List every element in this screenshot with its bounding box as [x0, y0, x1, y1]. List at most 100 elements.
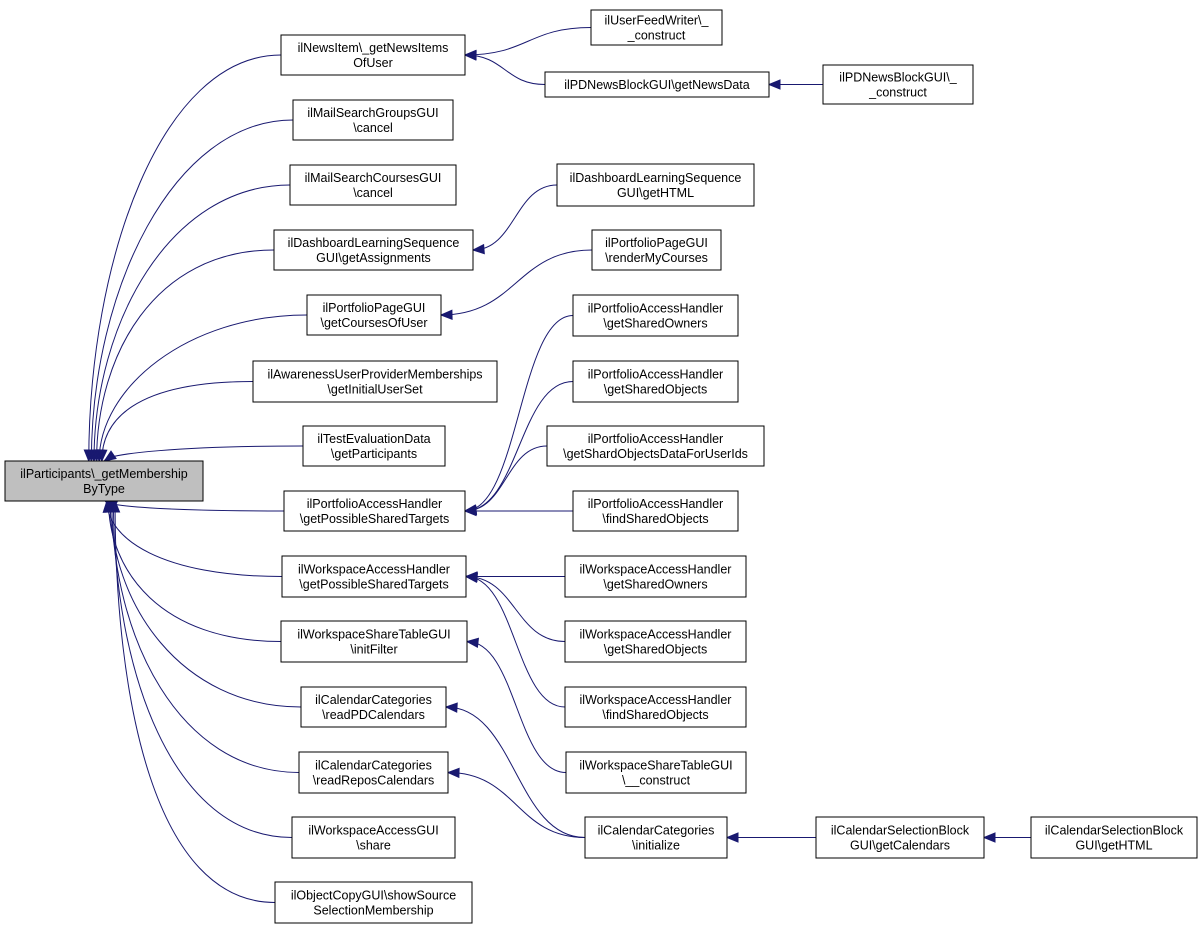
arrowhead [465, 637, 480, 648]
arrowhead [97, 449, 108, 463]
node-wag-share[interactable]: ilWorkspaceAccessGUI\share [291, 816, 456, 859]
call-edge [98, 314, 308, 462]
node-dash-assign[interactable]: ilDashboardLearningSequenceGUI\getAssign… [273, 229, 474, 271]
node-label: \findSharedObjects [602, 512, 708, 526]
node-label: ilPortfolioAccessHandler [588, 432, 723, 446]
node-box [564, 620, 747, 663]
node-label: \getSharedObjects [604, 643, 708, 657]
node-box [1030, 816, 1198, 859]
node-portfolio-courses[interactable]: ilPortfolioPageGUI\getCoursesOfUser [306, 294, 442, 336]
node-box [591, 229, 722, 271]
call-edge [104, 500, 285, 512]
node-label: \renderMyCourses [605, 251, 708, 265]
node-label: ilCalendarCategories [315, 693, 432, 707]
call-edge [106, 500, 283, 577]
node-label: \readReposCalendars [313, 774, 435, 788]
node-wah-owners[interactable]: ilWorkspaceAccessHandler\getSharedOwners [564, 555, 747, 598]
call-edge [464, 315, 574, 512]
node-label: ilDashboardLearningSequence [570, 171, 742, 185]
node-label: ilNewsItem\_getNewsItems [298, 41, 449, 55]
node-label: ilPDNewsBlockGUI\_ [839, 71, 957, 85]
node-feedwriter[interactable]: ilUserFeedWriter\__construct [590, 9, 723, 46]
call-edge [464, 27, 592, 56]
node-label: GUI\getAssignments [316, 251, 431, 265]
call-edge [112, 500, 293, 838]
node-label: \share [356, 839, 391, 853]
node-pah-userids[interactable]: ilPortfolioAccessHandler\getShardObjects… [546, 425, 765, 467]
node-pah-targets[interactable]: ilPortfolioAccessHandler\getPossibleShar… [283, 490, 466, 532]
node-box [302, 425, 446, 467]
node-pdnews-construct[interactable]: ilPDNewsBlockGUI\__construct [822, 64, 974, 105]
call-edge [111, 500, 300, 773]
node-label: ilPortfolioAccessHandler [588, 368, 723, 382]
node-test-eval[interactable]: ilTestEvaluationData\getParticipants [302, 425, 446, 467]
node-label: ilMailSearchGroupsGUI [307, 106, 438, 120]
node-box [544, 71, 770, 98]
node-box [815, 816, 985, 859]
node-cal-init[interactable]: ilCalendarCategories\initialize [584, 816, 728, 859]
node-box [546, 425, 765, 467]
node-box [572, 360, 739, 403]
node-box [564, 686, 747, 728]
arrowhead [464, 572, 479, 583]
node-label: \getSharedOwners [603, 578, 707, 592]
arrowhead [463, 50, 477, 61]
call-edge [445, 706, 586, 838]
call-edge [93, 184, 291, 462]
node-label: \__construct [622, 774, 691, 788]
arrowhead [725, 832, 739, 843]
node-label: ilParticipants\_getMembership [20, 467, 187, 481]
node-objcopy[interactable]: ilObjectCopyGUI\showSourceSelectionMembe… [274, 881, 473, 924]
call-edge [465, 576, 566, 642]
arrowhead [446, 767, 460, 779]
node-label: ilUserFeedWriter\_ [605, 14, 710, 28]
node-pah-find[interactable]: ilPortfolioAccessHandler\findSharedObjec… [572, 490, 739, 532]
node-box [4, 460, 204, 502]
node-pah-objects[interactable]: ilPortfolioAccessHandler\getSharedObject… [572, 360, 739, 403]
node-box [590, 9, 723, 46]
call-edge [464, 445, 548, 512]
node-wah-targets[interactable]: ilWorkspaceAccessHandler\getPossibleShar… [281, 555, 467, 598]
node-mail-groups[interactable]: ilMailSearchGroupsGUI\cancel [292, 99, 454, 141]
node-cal-repos[interactable]: ilCalendarCategories\readReposCalendars [298, 751, 449, 794]
node-label: ByType [83, 482, 125, 496]
call-edge [96, 249, 275, 462]
node-wah-objects[interactable]: ilWorkspaceAccessHandler\getSharedObject… [564, 620, 747, 663]
node-label: ilPDNewsBlockGUI\getNewsData [564, 78, 750, 92]
node-portfolio-render[interactable]: ilPortfolioPageGUI\renderMyCourses [591, 229, 722, 271]
node-label: \getPossibleSharedTargets [299, 578, 448, 592]
node-label: ilCalendarCategories [598, 824, 715, 838]
node-label: ilPortfolioAccessHandler [588, 497, 723, 511]
node-label: _construct [627, 29, 686, 43]
node-box [273, 229, 474, 271]
arrowhead [109, 499, 121, 513]
node-cal-pd[interactable]: ilCalendarCategories\readPDCalendars [300, 686, 447, 728]
node-wst-construct[interactable]: ilWorkspaceShareTableGUI\__construct [565, 751, 747, 794]
arrowhead [444, 702, 458, 713]
node-label: \cancel [353, 186, 393, 200]
node-mail-courses[interactable]: ilMailSearchCoursesGUI\cancel [289, 164, 457, 206]
node-pah-owners[interactable]: ilPortfolioAccessHandler\getSharedOwners [572, 294, 739, 337]
call-edge [472, 184, 558, 251]
node-wah-find[interactable]: ilWorkspaceAccessHandler\findSharedObjec… [564, 686, 747, 728]
node-label: GUI\getCalendars [850, 839, 950, 853]
node-pdnews-data[interactable]: ilPDNewsBlockGUI\getNewsData [544, 71, 770, 98]
node-label: \getCoursesOfUser [321, 316, 428, 330]
call-edge [114, 500, 276, 903]
node-wst-init[interactable]: ilWorkspaceShareTableGUI\initFilter [280, 620, 468, 663]
node-label: \getParticipants [331, 447, 417, 461]
edges-layer [83, 27, 1032, 903]
node-label: \getSharedOwners [603, 317, 707, 331]
node-label: ilWorkspaceAccessHandler [298, 563, 450, 577]
node-label: ilWorkspaceAccessHandler [580, 628, 732, 642]
node-awareness[interactable]: ilAwarenessUserProviderMemberships\getIn… [252, 360, 498, 403]
call-edge [440, 249, 593, 316]
node-box [822, 64, 974, 105]
node-label: _construct [868, 86, 927, 100]
node-label: ilCalendarSelectionBlock [831, 824, 970, 838]
